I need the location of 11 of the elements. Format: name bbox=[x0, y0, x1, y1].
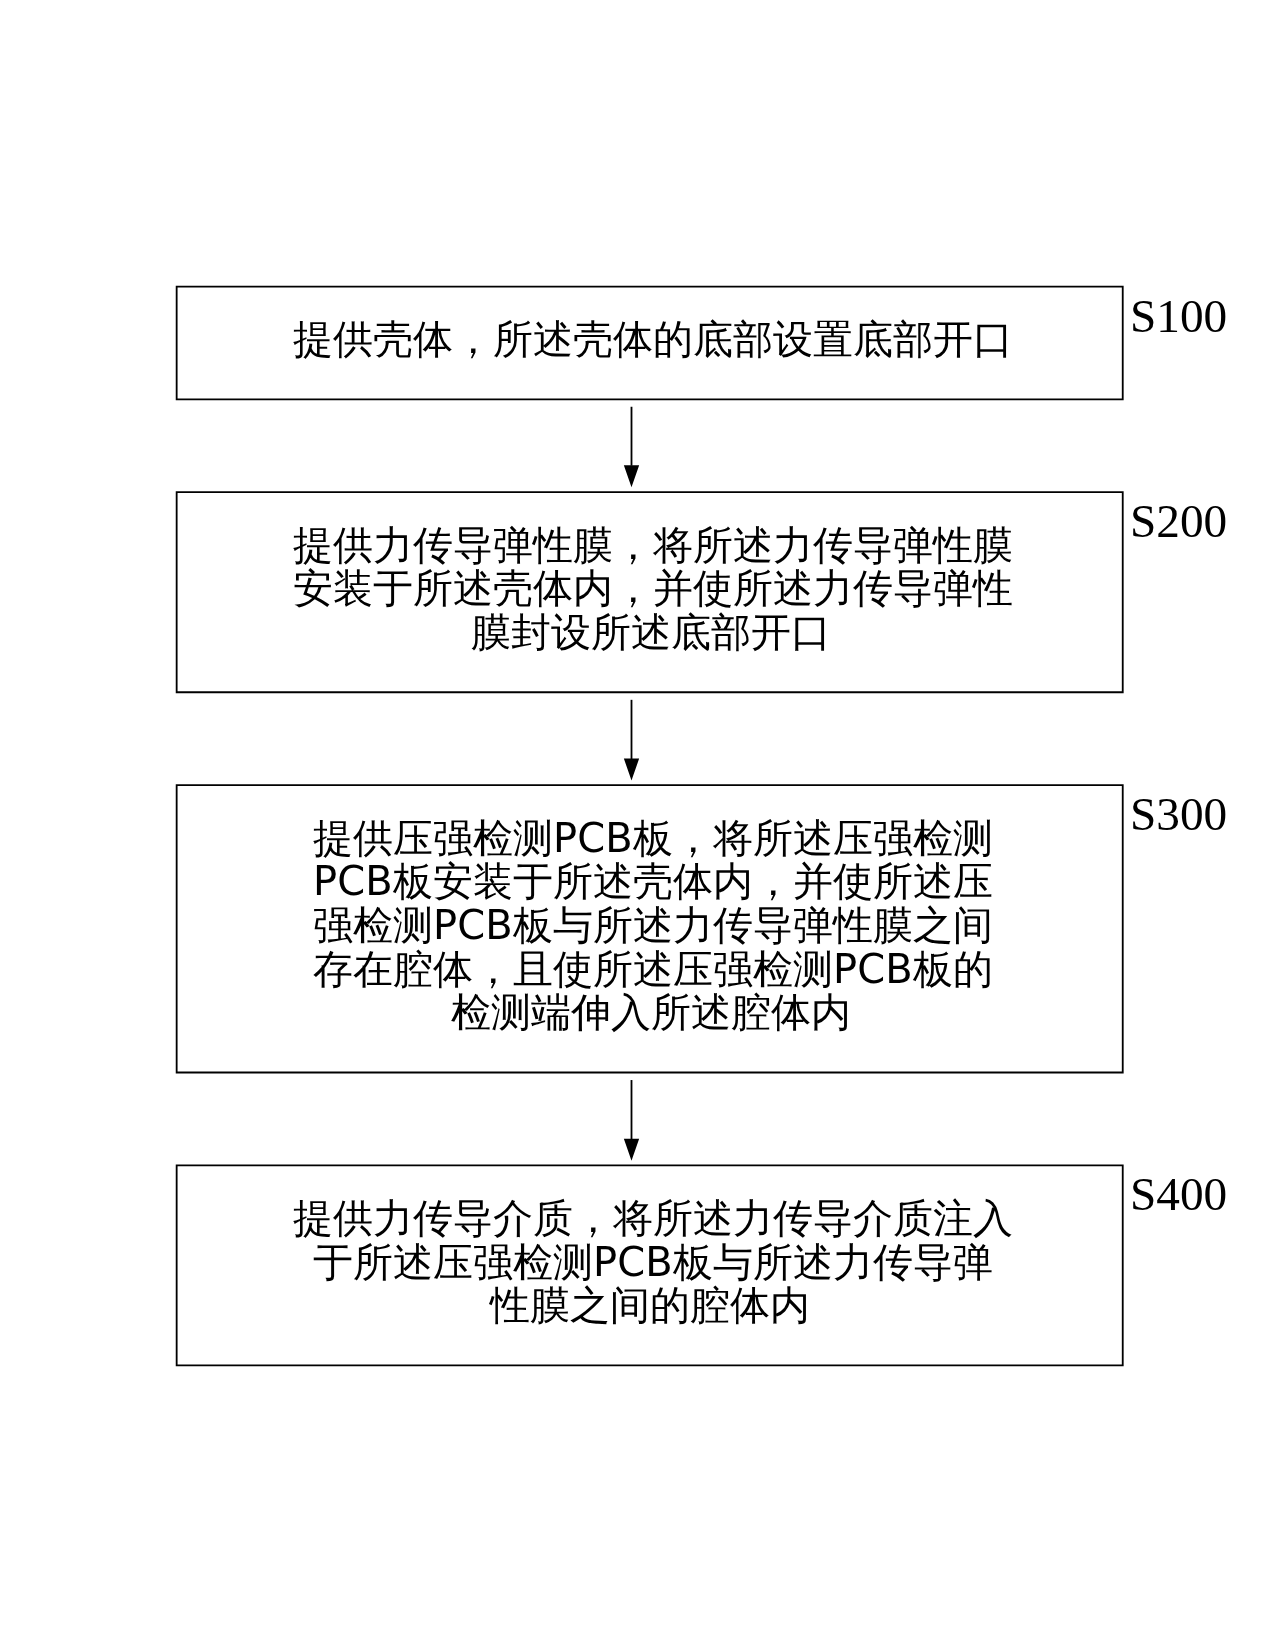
arrow bbox=[623, 1078, 640, 1161]
node-label: S100 bbox=[1130, 289, 1228, 342]
node-box: 提供力传导弹性膜，将所述力传导弹性膜安装于所述壳体内，并使所述力传导弹性膜封设所述底部开口 bbox=[175, 490, 1124, 693]
node-box: 提供压强检测PCB板，将所述压强检测PCB板安装于所述壳体内，并使所述压强检测PCB板与所述力传导弹性膜之间存在腔体，且使所述压强检测PCB板的检测端伸入所述腔体内 bbox=[175, 783, 1124, 1073]
node-box: 提供力传导介质，将所述力传导介质注入于所述压强检测PCB板与所述力传导弹性膜之间的腔体内 bbox=[175, 1163, 1124, 1366]
node-box: 提供壳体，所述壳体的底部设置底部开口 bbox=[175, 285, 1124, 400]
node-label: S200 bbox=[1130, 494, 1228, 547]
arrow bbox=[623, 698, 640, 780]
node-label: S400 bbox=[1130, 1167, 1228, 1220]
node-label: S300 bbox=[1130, 787, 1228, 840]
arrow bbox=[623, 405, 640, 487]
